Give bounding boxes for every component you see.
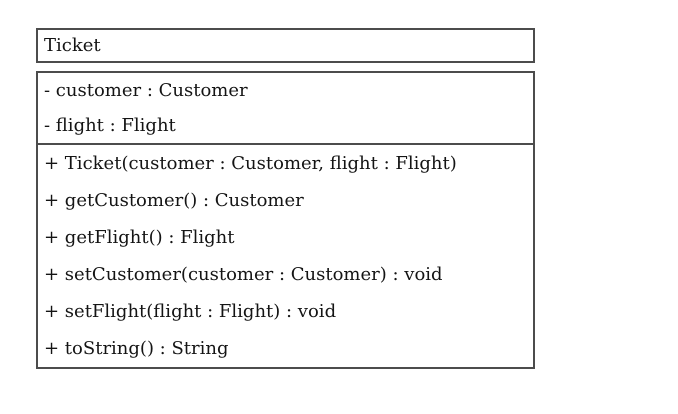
method-text: + setCustomer(customer : Customer) : voi… xyxy=(44,264,443,285)
method-row: + setCustomer(customer : Customer) : voi… xyxy=(38,256,533,293)
uml-class-box: Ticket - customer : Customer - flight : … xyxy=(36,28,535,369)
method-text: + toString() : String xyxy=(44,338,229,359)
class-body: - customer : Customer - flight : Flight … xyxy=(36,71,535,369)
method-text: + Ticket(customer : Customer, flight : F… xyxy=(44,153,457,174)
attribute-text: - flight : Flight xyxy=(44,115,176,136)
attribute-text: - customer : Customer xyxy=(44,80,248,101)
method-row: + getFlight() : Flight xyxy=(38,219,533,256)
method-text: + getCustomer() : Customer xyxy=(44,190,304,211)
method-text: + setFlight(flight : Flight) : void xyxy=(44,301,337,322)
method-row: + Ticket(customer : Customer, flight : F… xyxy=(38,145,533,182)
method-text: + getFlight() : Flight xyxy=(44,227,235,248)
attribute-row: - flight : Flight xyxy=(38,108,533,143)
class-name: Ticket xyxy=(44,35,101,56)
method-row: + setFlight(flight : Flight) : void xyxy=(38,293,533,330)
class-name-compartment: Ticket xyxy=(36,28,535,63)
method-row: + getCustomer() : Customer xyxy=(38,182,533,219)
methods-compartment: + Ticket(customer : Customer, flight : F… xyxy=(38,143,533,367)
attributes-compartment: - customer : Customer - flight : Flight xyxy=(38,73,533,143)
attribute-row: - customer : Customer xyxy=(38,73,533,108)
method-row: + toString() : String xyxy=(38,330,533,367)
